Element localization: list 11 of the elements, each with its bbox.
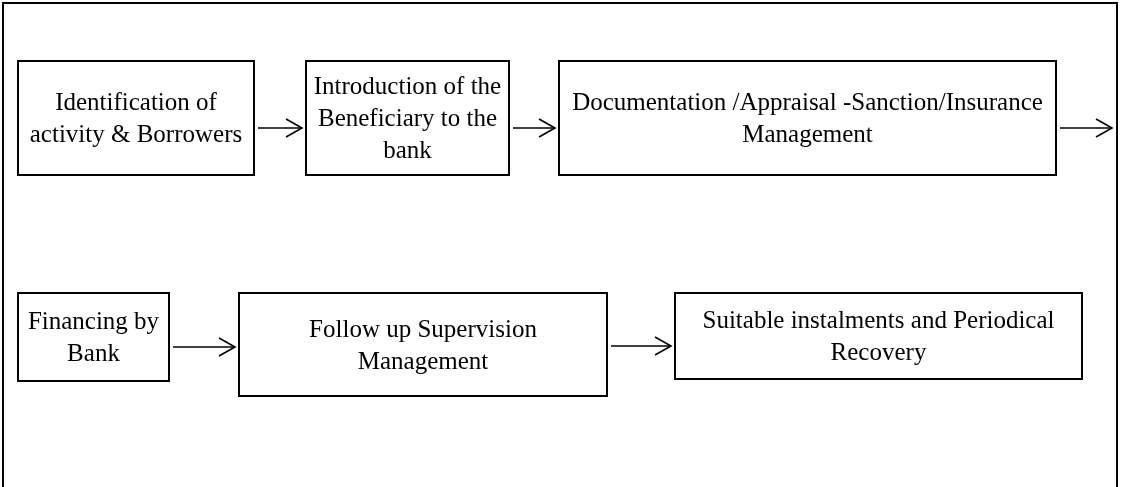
process-box: Suitable instalments and Periodical Recovery	[674, 292, 1083, 380]
arrow	[512, 118, 556, 138]
arrow	[1059, 118, 1113, 138]
process-box: Follow up Supervision Management	[238, 292, 608, 397]
process-box: Documentation /Appraisal -Sanction/Insurance Management	[558, 60, 1057, 176]
arrow	[172, 337, 236, 357]
process-box: Financing by Bank	[17, 292, 170, 382]
arrow	[610, 336, 672, 356]
process-box: Introduction of the Beneficiary to the bank	[305, 60, 510, 176]
arrow	[257, 118, 303, 138]
process-box: Identification of activity & Borrowers	[17, 60, 255, 176]
